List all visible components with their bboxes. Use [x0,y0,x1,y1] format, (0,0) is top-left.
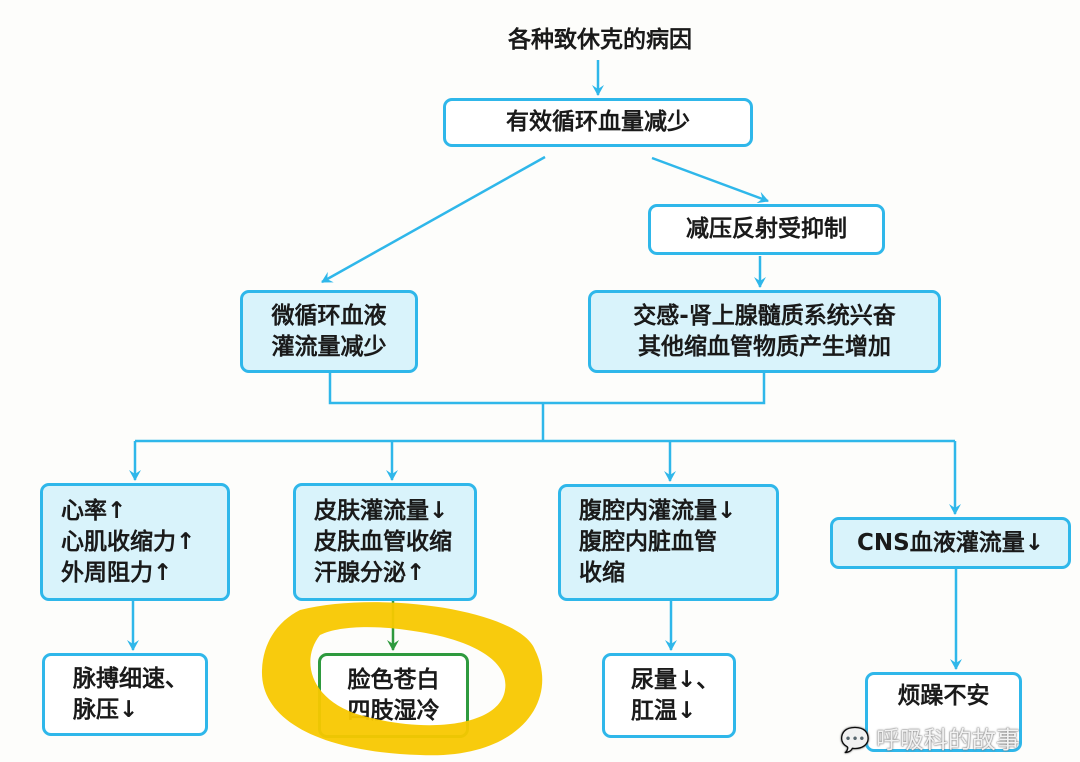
node-abdomen: 腹腔内灌流量↓ 腹腔内脏血管收缩 [558,484,779,601]
arrow-volume-to-baro [651,156,769,204]
node-text: 四肢湿冷 [347,697,440,724]
node-heart: 心率↑ 心肌收缩力↑ 外周阻力↑ [40,483,230,601]
node-text: 心肌收缩力↑ [61,528,196,555]
node-text: 尿量↓、 [631,666,720,693]
node-text: 有效循环血量减少 [506,109,690,135]
node-text: 交感-肾上腺髓质系统兴奋 [633,302,896,329]
node-skin: 皮肤灌流量↓ 皮肤血管收缩汗腺分泌↑ [293,483,477,601]
node-restless: 烦躁不安 [865,672,1022,752]
wechat-icon: 💬 [840,726,870,754]
node-text: 心率↑ [61,497,127,524]
node-text: 脉压↓ [73,696,139,723]
node-text: CNS血液灌流量↓ [857,529,1044,556]
node-face: 脸色苍白四肢湿冷 [318,653,469,738]
watermark-text: 呼吸科的故事 [875,726,1020,754]
node-baroreflex: 减压反射受抑制 [648,204,885,255]
node-text: 微循环血液 [271,302,387,329]
node-urine: 尿量↓、肛温↓ [602,653,736,738]
node-text: 脸色苍白 [347,666,440,693]
node-text: 外周阻力↑ [61,559,173,586]
node-text: 汗腺分泌↑ [314,559,426,586]
node-pulse: 脉搏细速、脉压↓ [42,653,208,736]
node-text: 肛温↓ [631,697,697,724]
node-text: 脉搏细速、 [73,665,188,692]
node-text: 皮肤灌流量↓ [314,497,449,524]
node-text: 灌流量减少 [271,333,387,360]
node-text: 皮肤血管收缩 [314,528,452,555]
node-sympathetic: 交感-肾上腺髓质系统兴奋其他缩血管物质产生增加 [588,290,941,373]
node-microcirculation: 微循环血液灌流量减少 [240,290,418,373]
node-text: 收缩 [579,560,625,586]
diagram-title: 各种致休克的病因 [508,27,692,53]
watermark: 💬 呼吸科的故事 [840,724,1020,756]
node-text: 腹腔内脏血管 [579,529,717,555]
node-cns: CNS血液灌流量↓ [830,517,1071,569]
node-text: 腹腔内灌流量↓ [579,498,737,524]
arrow-volume-to-micro [321,155,546,284]
node-effective-volume: 有效循环血量减少 [443,98,753,147]
node-text: 其他缩血管物质产生增加 [638,333,891,360]
node-text: 减压反射受抑制 [686,216,847,242]
merge-line [328,372,766,405]
node-text: 烦躁不安 [897,683,990,709]
